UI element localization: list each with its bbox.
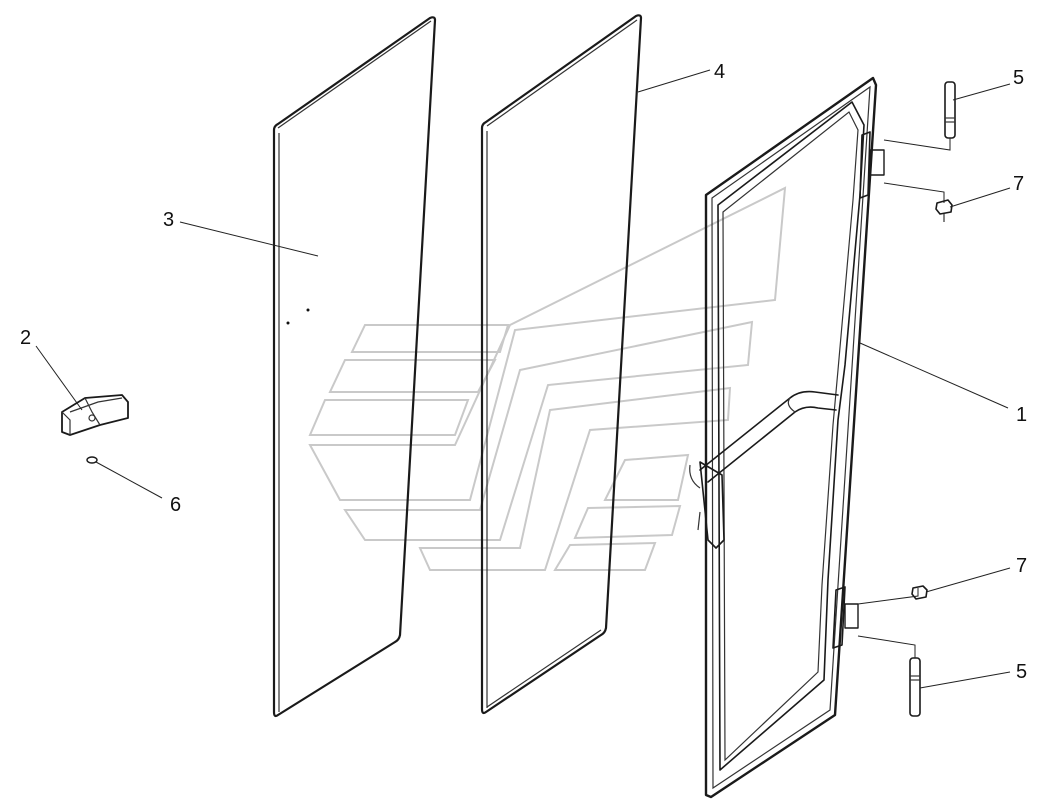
leader-2: [35, 345, 83, 411]
callout-5-top: 5: [1013, 67, 1024, 89]
door-frame-1: [689, 76, 885, 799]
leader-7-bottom: [925, 567, 1011, 593]
leader-4: [637, 69, 711, 93]
callout-2: 2: [20, 327, 31, 349]
watermark-logo: [308, 186, 787, 571]
callout-1: 1: [1016, 404, 1027, 426]
leader-lines: [35, 69, 1011, 689]
hinge-pin-5-top: [944, 81, 956, 139]
axis-line-bottom-pin: [857, 635, 916, 658]
callout-7-bottom: 7: [1016, 555, 1027, 577]
hinge-pin-5-bottom: [909, 657, 921, 717]
leader-5-top: [952, 83, 1011, 101]
callout-4: 4: [714, 61, 725, 83]
glass-pane-4: [480, 14, 643, 715]
leader-1: [859, 342, 1009, 409]
screw-6: [86, 456, 98, 464]
callout-3: 3: [163, 209, 174, 231]
callout-7-top: 7: [1013, 173, 1024, 195]
leader-7-top: [949, 187, 1011, 208]
leader-5-bottom: [919, 671, 1011, 689]
nut-7-bottom: [911, 585, 928, 600]
leader-3: [179, 221, 319, 257]
latch-bracket-2: [61, 394, 129, 436]
axis-line-top-pin: [883, 138, 951, 151]
axis-line-top-nut: [883, 182, 945, 203]
callout-6: 6: [170, 494, 181, 516]
mark-dot: [306, 308, 310, 312]
axis-line-bottom-nut: [857, 588, 919, 605]
callout-labels: 1 2 3 4 5 5 6 7 7: [20, 61, 1027, 683]
mark-dot: [286, 321, 290, 325]
glass-pane-3: [272, 16, 437, 718]
nut-7-top: [935, 199, 953, 222]
leader-6: [95, 461, 163, 499]
callout-5-bottom: 5: [1016, 661, 1027, 683]
